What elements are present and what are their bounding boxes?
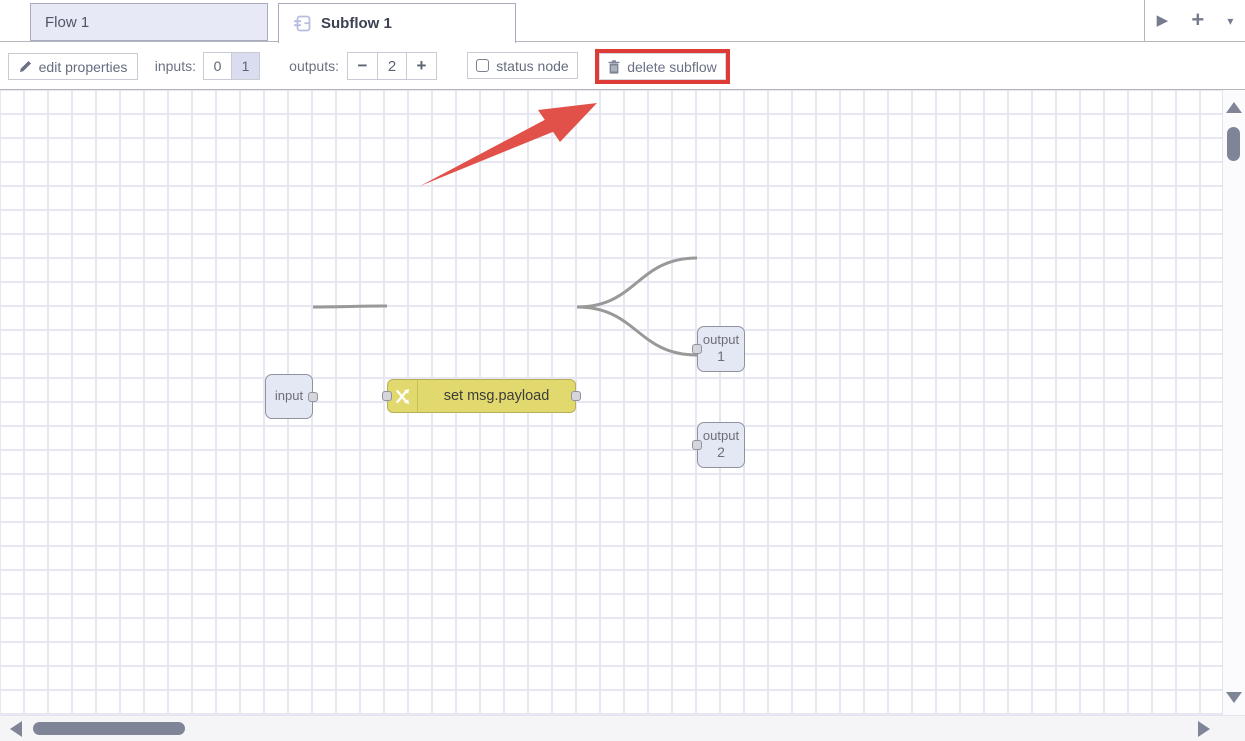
wire-layer (312, 103, 698, 357)
trash-icon (608, 59, 620, 74)
node-port[interactable] (382, 391, 392, 401)
scroll-down-icon[interactable] (1226, 692, 1242, 703)
subflow-toolbar: edit properties inputs: 0 1 outputs: − 2… (0, 42, 1245, 90)
next-tab-icon[interactable]: ▶ (1156, 12, 1169, 29)
tab-subflow-1[interactable]: Subflow 1 (278, 3, 516, 43)
tab-subflow-1-label: Subflow 1 (321, 15, 392, 32)
status-node-label: status node (496, 57, 569, 74)
workspace-tabbar: Flow 1 Subflow 1 ▶ + ▾ (0, 0, 1245, 43)
tab-flow-1[interactable]: Flow 1 (30, 3, 268, 41)
scroll-up-icon[interactable] (1226, 102, 1242, 113)
status-node-button[interactable]: status node (467, 52, 578, 79)
wire-input-to-change[interactable] (312, 304, 388, 309)
outputs-label: outputs: (289, 58, 339, 74)
scroll-left-icon[interactable] (10, 721, 22, 737)
outputs-decrease-button[interactable]: − (347, 52, 378, 80)
inputs-label: inputs: (154, 58, 196, 74)
edit-properties-label: edit properties (38, 58, 128, 75)
delete-subflow-label: delete subflow (627, 58, 717, 75)
add-tab-icon[interactable]: + (1191, 6, 1205, 32)
node-port[interactable] (692, 440, 702, 450)
outputs-stepper: − 2 + (347, 52, 437, 80)
node-change-set-msg-payload[interactable]: set msg.payload (382, 379, 581, 413)
scroll-right-icon[interactable] (1198, 721, 1210, 737)
node-input-label: input (274, 388, 304, 404)
edit-properties-button[interactable]: edit properties (8, 53, 138, 80)
status-node-checkbox[interactable] (476, 59, 490, 72)
inputs-option-0[interactable]: 0 (203, 52, 232, 80)
inputs-toggle: 0 1 (203, 52, 260, 80)
delete-subflow-highlight-annotation: delete subflow (595, 49, 730, 84)
vertical-scrollbar (1222, 90, 1245, 715)
node-output1-label: output (702, 332, 740, 348)
shuffle-icon (388, 380, 418, 412)
flow-canvas[interactable]: input set msg.payload output 1 output 2 (0, 90, 1222, 715)
subflow-icon (293, 14, 312, 33)
node-change-label: set msg.payload (443, 388, 550, 404)
horizontal-scrollbar (0, 715, 1245, 741)
wire-change-to-output2[interactable] (576, 305, 698, 357)
tab-flow-1-label: Flow 1 (45, 13, 90, 31)
vertical-scrollbar-thumb[interactable] (1227, 127, 1240, 161)
red-arrow-annotation (420, 103, 597, 186)
node-output1-number: 1 (717, 348, 725, 365)
outputs-value: 2 (377, 52, 407, 80)
node-port[interactable] (571, 391, 581, 401)
horizontal-scrollbar-thumb[interactable] (33, 722, 185, 735)
node-port[interactable] (692, 344, 702, 354)
outputs-increase-button[interactable]: + (406, 52, 437, 80)
node-subflow-output-1[interactable]: output 1 (692, 326, 745, 372)
node-output2-label: output (702, 428, 740, 444)
tab-menu-icon[interactable]: ▾ (1227, 13, 1234, 28)
node-subflow-input[interactable]: input (265, 374, 318, 419)
tabbar-controls: ▶ + ▾ (1144, 0, 1245, 41)
node-port[interactable] (308, 391, 318, 402)
wire-change-to-output1[interactable] (576, 256, 698, 309)
inputs-option-1[interactable]: 1 (231, 52, 260, 80)
node-output2-number: 2 (717, 444, 725, 461)
node-subflow-output-2[interactable]: output 2 (692, 422, 745, 468)
delete-subflow-button[interactable]: delete subflow (599, 53, 726, 80)
pencil-icon (19, 60, 32, 73)
